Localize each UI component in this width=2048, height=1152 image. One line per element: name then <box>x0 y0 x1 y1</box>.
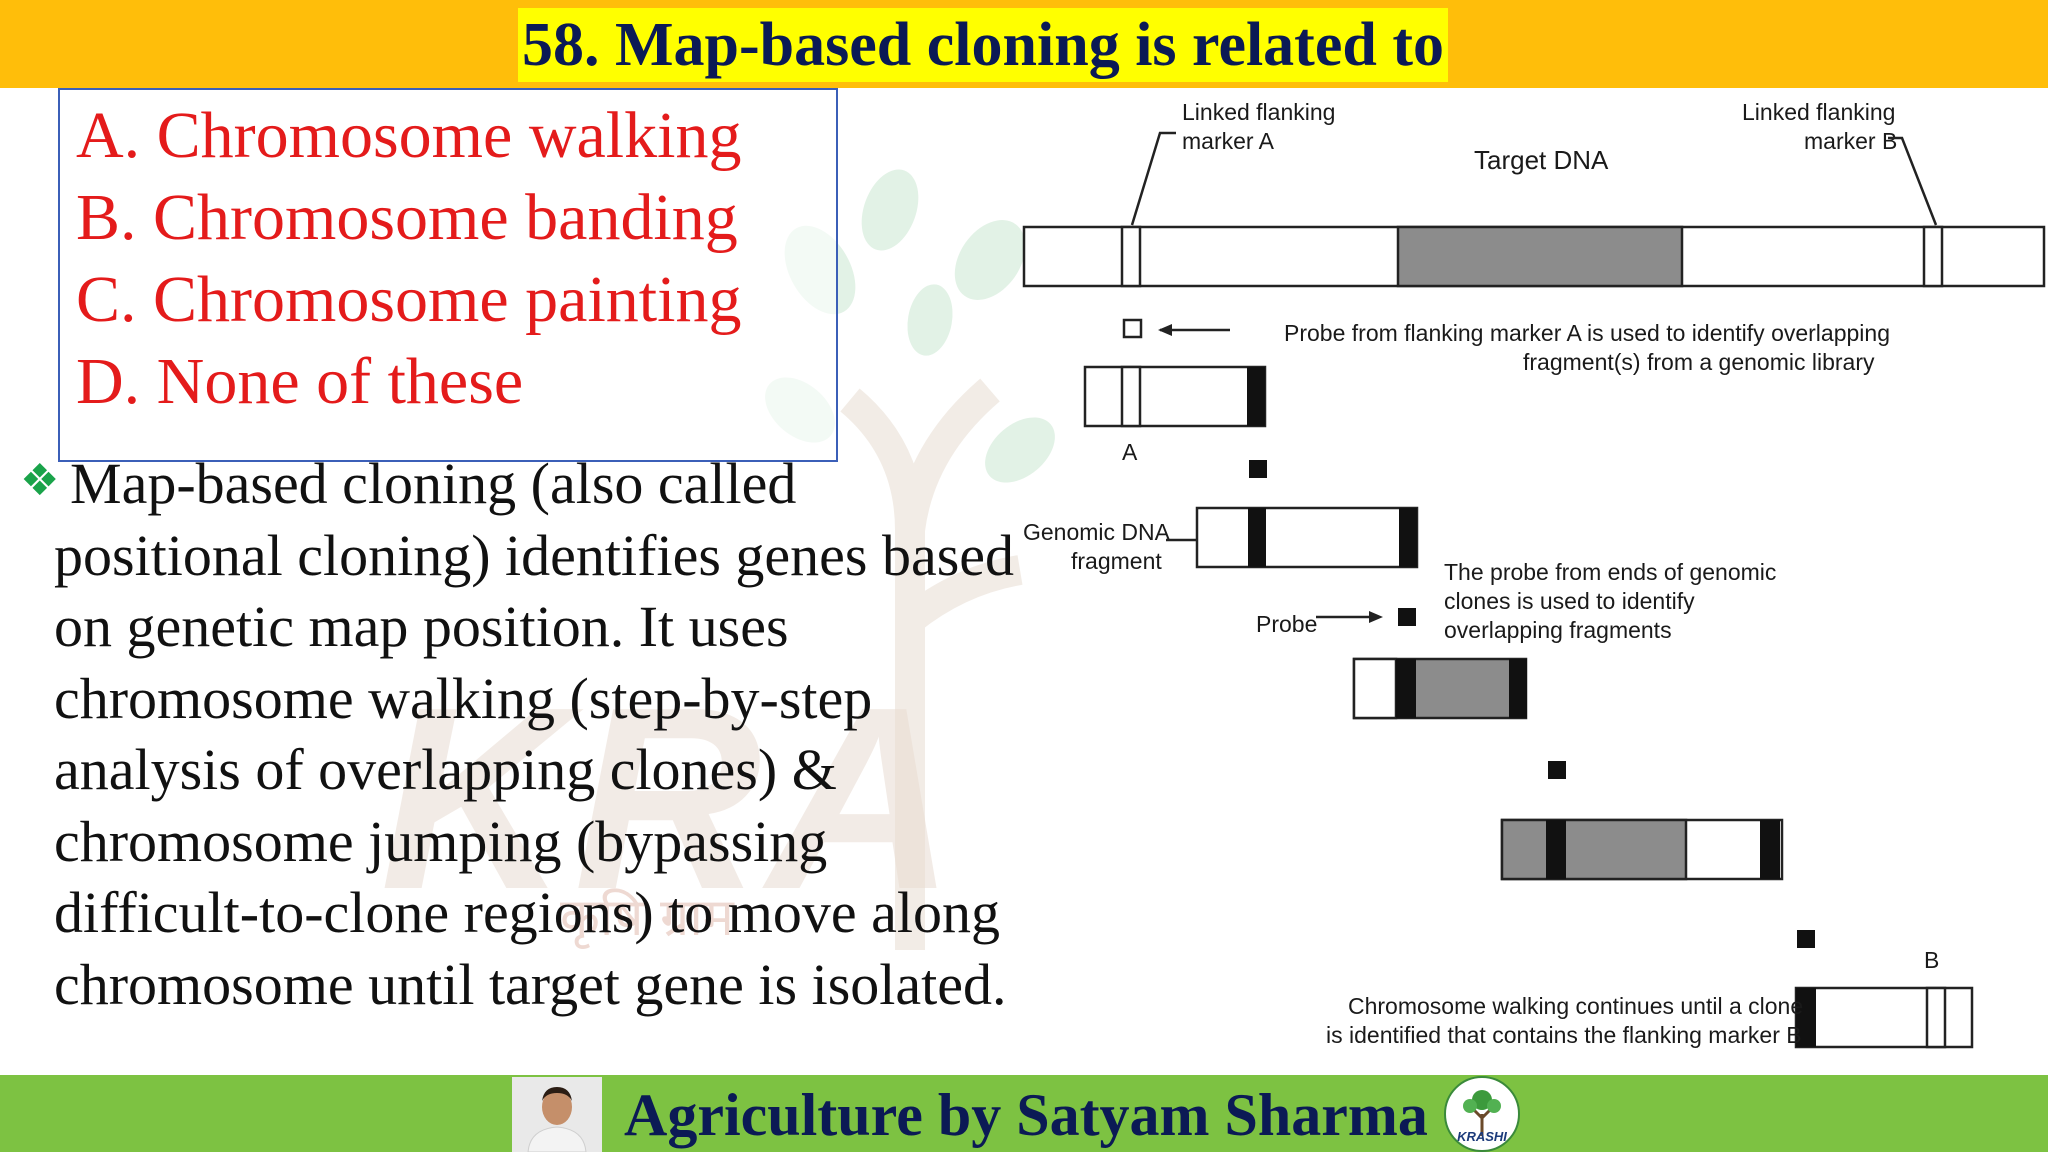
marker-a-label-1: Linked flanking <box>1182 99 1335 125</box>
genomic-fragment <box>1195 506 1419 569</box>
watermark-text: KRA <box>380 654 962 944</box>
explanation-text: Map-based cloning (also called positiona… <box>54 451 1015 1017</box>
probe-a-note-2: fragment(s) from a genomic library <box>1523 349 1875 375</box>
probe-square-4 <box>1797 930 1815 948</box>
footer-text: Agriculture by Satyam Sharma <box>624 1082 1428 1148</box>
genomic-label-2: fragment <box>1071 548 1162 574</box>
probe-square-3 <box>1548 761 1566 779</box>
option-d[interactable]: D. None of these <box>76 345 524 418</box>
genomic-label-1: Genomic DNA <box>1023 519 1171 545</box>
probe-square-2 <box>1398 608 1416 626</box>
options-box: A. Chromosome walking B. Chromosome band… <box>58 88 838 462</box>
watermark-hindi-text: कृषि ग्राम <box>560 888 734 948</box>
probe-ends-note-2: clones is used to identify <box>1444 588 1695 614</box>
presenter-avatar <box>512 1077 602 1152</box>
marker-b-label-1: Linked flanking <box>1742 99 1895 125</box>
diamond-bullet-icon: ❖ <box>20 455 60 506</box>
probe-ends-note-3: overlapping fragments <box>1444 617 1672 643</box>
option-a[interactable]: A. Chromosome walking <box>76 99 742 172</box>
probe-square-1 <box>1249 460 1267 478</box>
option-c[interactable]: C. Chromosome painting <box>76 263 742 336</box>
clone-a-end <box>1247 367 1265 426</box>
flanking-marker-a <box>1120 225 1142 288</box>
clone-b-label: B <box>1924 947 1939 973</box>
probe-a-note-1: Probe from flanking marker A is used to … <box>1284 320 1890 346</box>
target-dna-region <box>1396 225 1684 288</box>
krashi-logo: KRASHI <box>1444 1076 1520 1152</box>
logo-label: KRASHI <box>1457 1129 1507 1144</box>
question-title: 58. Map-based cloning is related to <box>518 8 1448 82</box>
walking-note-1: Chromosome walking continues until a clo… <box>1348 993 1803 1019</box>
clone-a-label: A <box>1122 439 1138 465</box>
probe-ends-note-1: The probe from ends of genomic <box>1444 559 1776 585</box>
option-b[interactable]: B. Chromosome banding <box>76 181 738 254</box>
clone-a <box>1083 365 1267 428</box>
probe-a-square <box>1122 318 1143 339</box>
target-dna-label: Target DNA <box>1474 145 1609 175</box>
chromosome-walking-diagram: Linked flanking marker A Target DNA Link… <box>1022 99 2046 1049</box>
probe-label: Probe <box>1256 611 1317 637</box>
marker-a-label-2: marker A <box>1182 128 1275 154</box>
marker-b-label-2: marker B <box>1804 128 1897 154</box>
footer-bar <box>0 1075 2048 1152</box>
walking-note-2: is identified that contains the flanking… <box>1326 1022 1802 1048</box>
flanking-marker-b <box>1922 225 1944 288</box>
